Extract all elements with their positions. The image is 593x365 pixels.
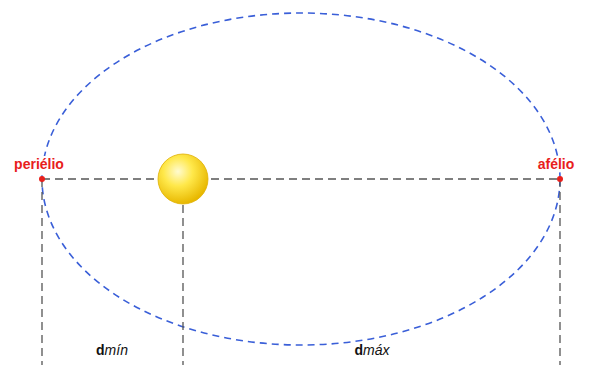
major-axis — [42, 178, 560, 179]
perihelion-guide — [41, 179, 42, 365]
perihelion-point — [39, 176, 45, 182]
aphelion-guide — [559, 179, 560, 365]
perihelion-label: periélio — [12, 156, 66, 172]
aphelion-label: afélio — [536, 156, 577, 172]
sun-guide — [182, 179, 183, 365]
max-distance-label: dmáx — [352, 342, 391, 358]
min-distance-label: dmín — [94, 342, 130, 358]
sun — [158, 154, 208, 204]
orbit-ellipse — [42, 13, 560, 345]
aphelion-point — [557, 176, 563, 182]
